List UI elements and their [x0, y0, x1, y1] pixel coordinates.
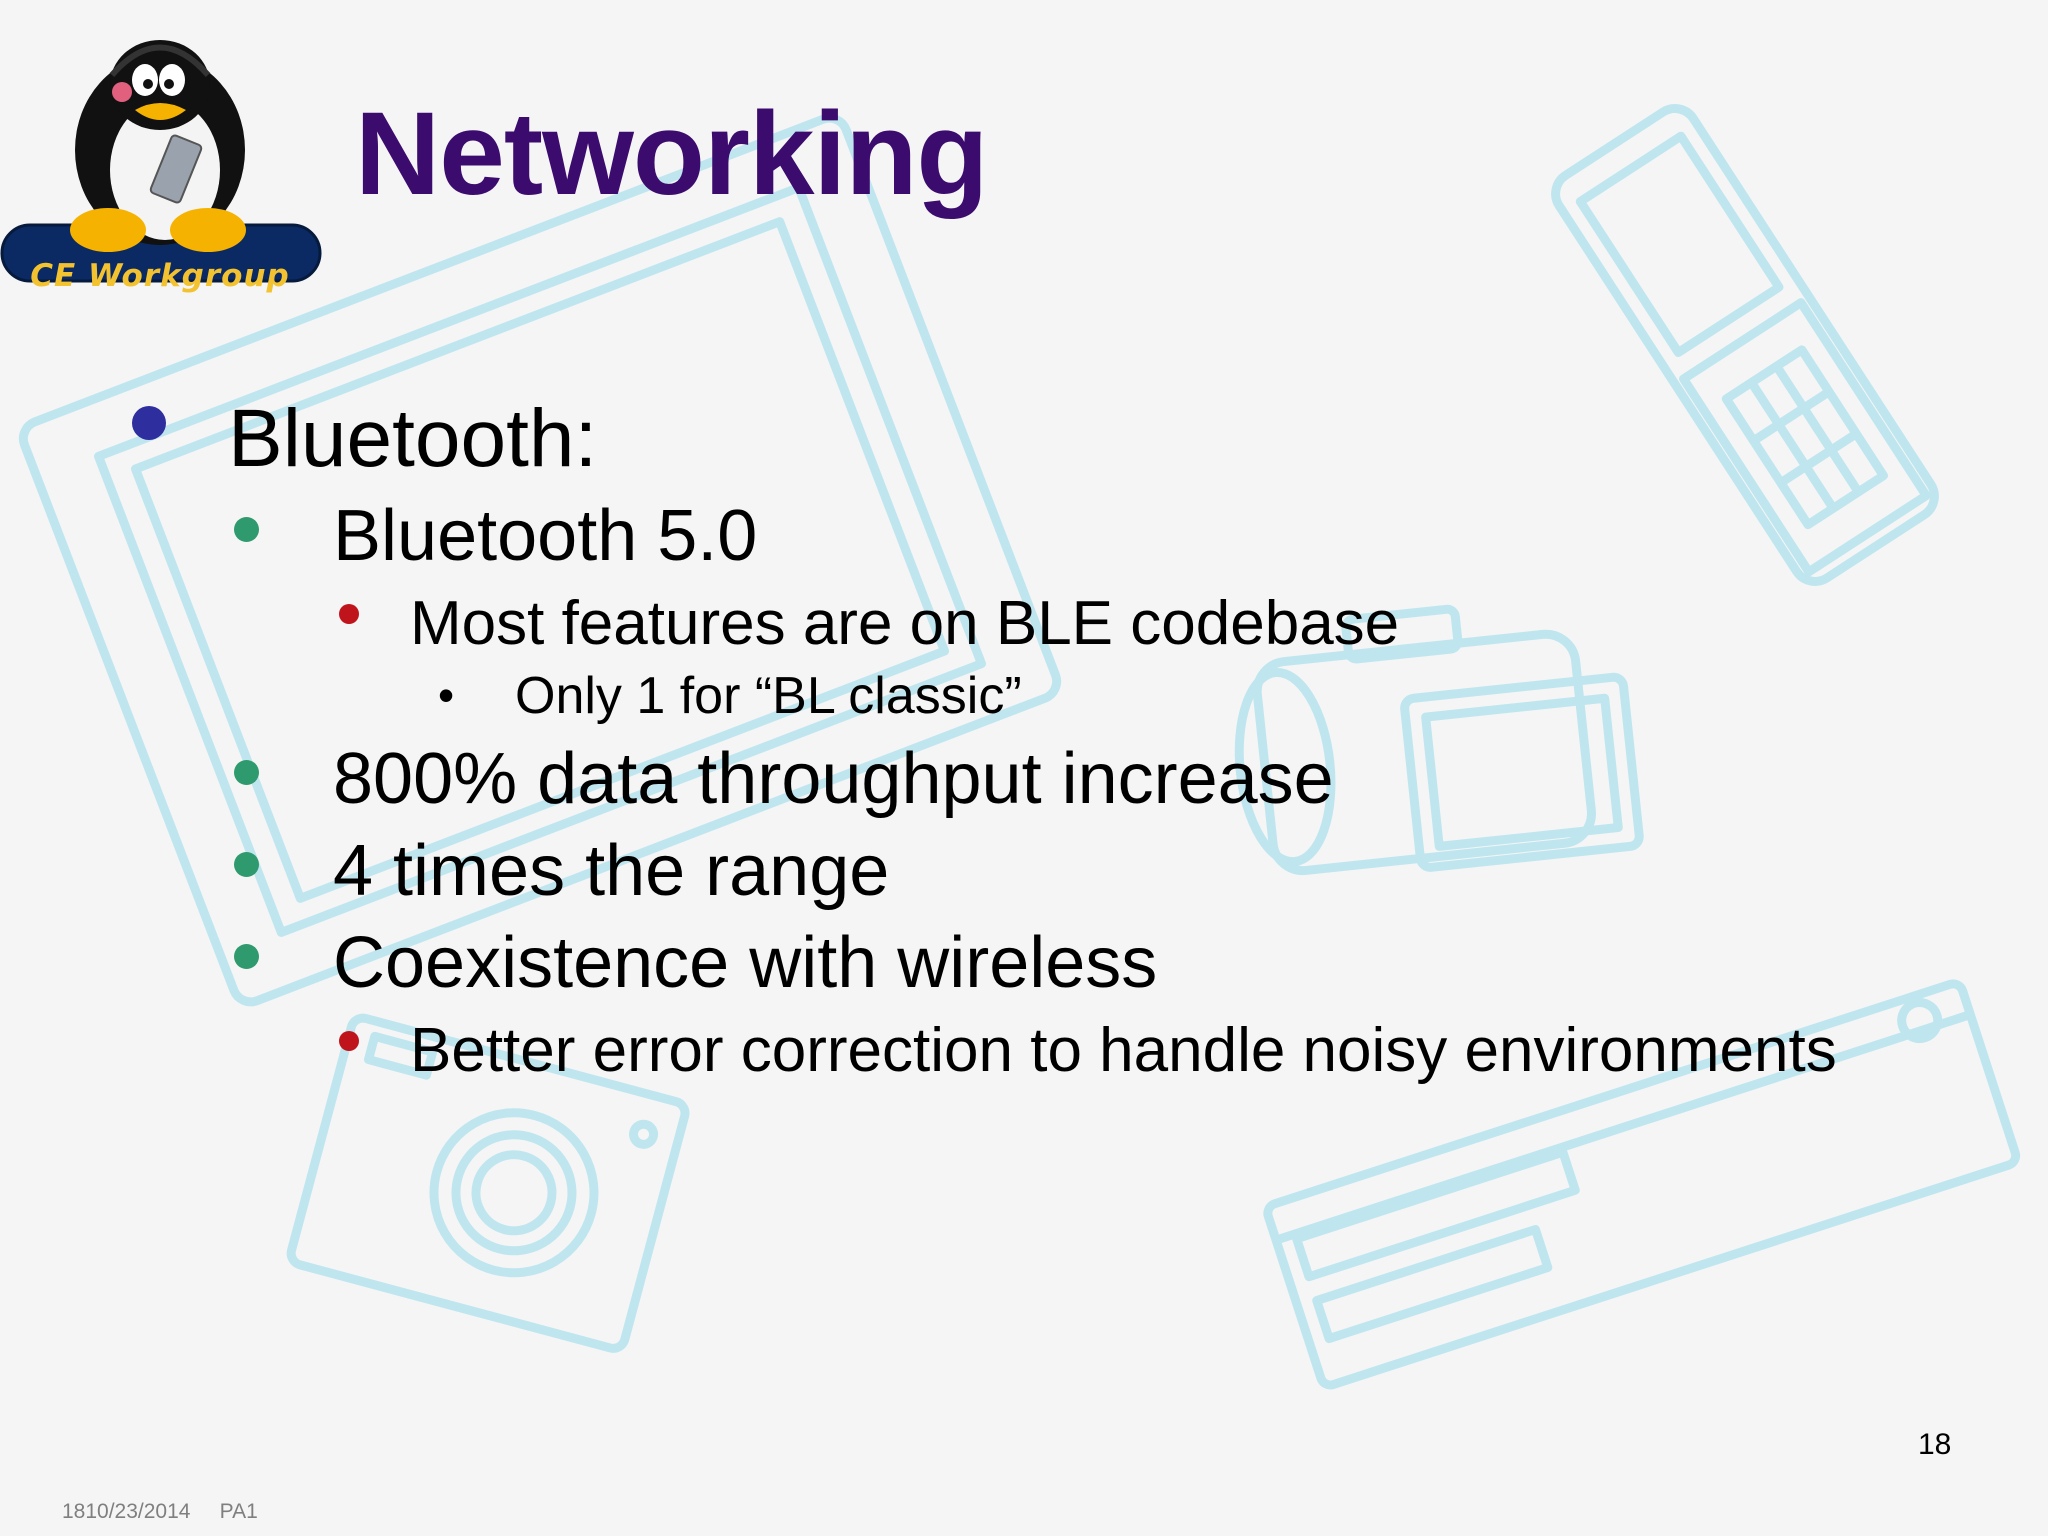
bullet-dot-level2 [234, 760, 259, 785]
tablet-outline-icon [18, 113, 1062, 1007]
slide-footer: 1810/23/2014 PA1 [62, 1500, 258, 1523]
penguin-mascot-icon [0, 40, 322, 283]
bullet-dot-level2 [234, 517, 259, 542]
bullet-bl-classic: Only 1 for “BL classic” [515, 667, 1022, 725]
ce-workgroup-logo: CE Workgroup [0, 30, 330, 294]
camcorder-outline-icon [1234, 604, 1644, 876]
bullet-dot-level3 [339, 604, 359, 624]
bullet-dot-level2 [234, 852, 259, 877]
bullet-dot-level3 [339, 1031, 359, 1051]
bullet-range: 4 times the range [333, 831, 890, 911]
bullet-bluetooth: Bluetooth: [228, 393, 598, 484]
bullet-coexistence: Coexistence with wireless [333, 923, 1158, 1003]
logo-text: CE Workgroup [30, 258, 290, 294]
bullet-ble-codebase: Most features are on BLE codebase [410, 589, 1400, 658]
camera-outline-icon [286, 1013, 690, 1353]
bullet-dot-level4: • [438, 669, 455, 721]
bullet-error-correction: Better error correction to handle noisy … [410, 1016, 1837, 1085]
dvd-player-outline-icon [1263, 979, 2021, 1390]
page-number: 18 [1918, 1428, 1952, 1461]
bullet-throughput: 800% data throughput increase [333, 739, 1334, 819]
bullet-dot-level2 [234, 944, 259, 969]
bullet-bluetooth-5: Bluetooth 5.0 [333, 496, 758, 576]
phone-outline-icon [1551, 104, 1939, 586]
bullet-dot-level1 [132, 406, 166, 440]
slide-title: Networking [355, 88, 988, 220]
